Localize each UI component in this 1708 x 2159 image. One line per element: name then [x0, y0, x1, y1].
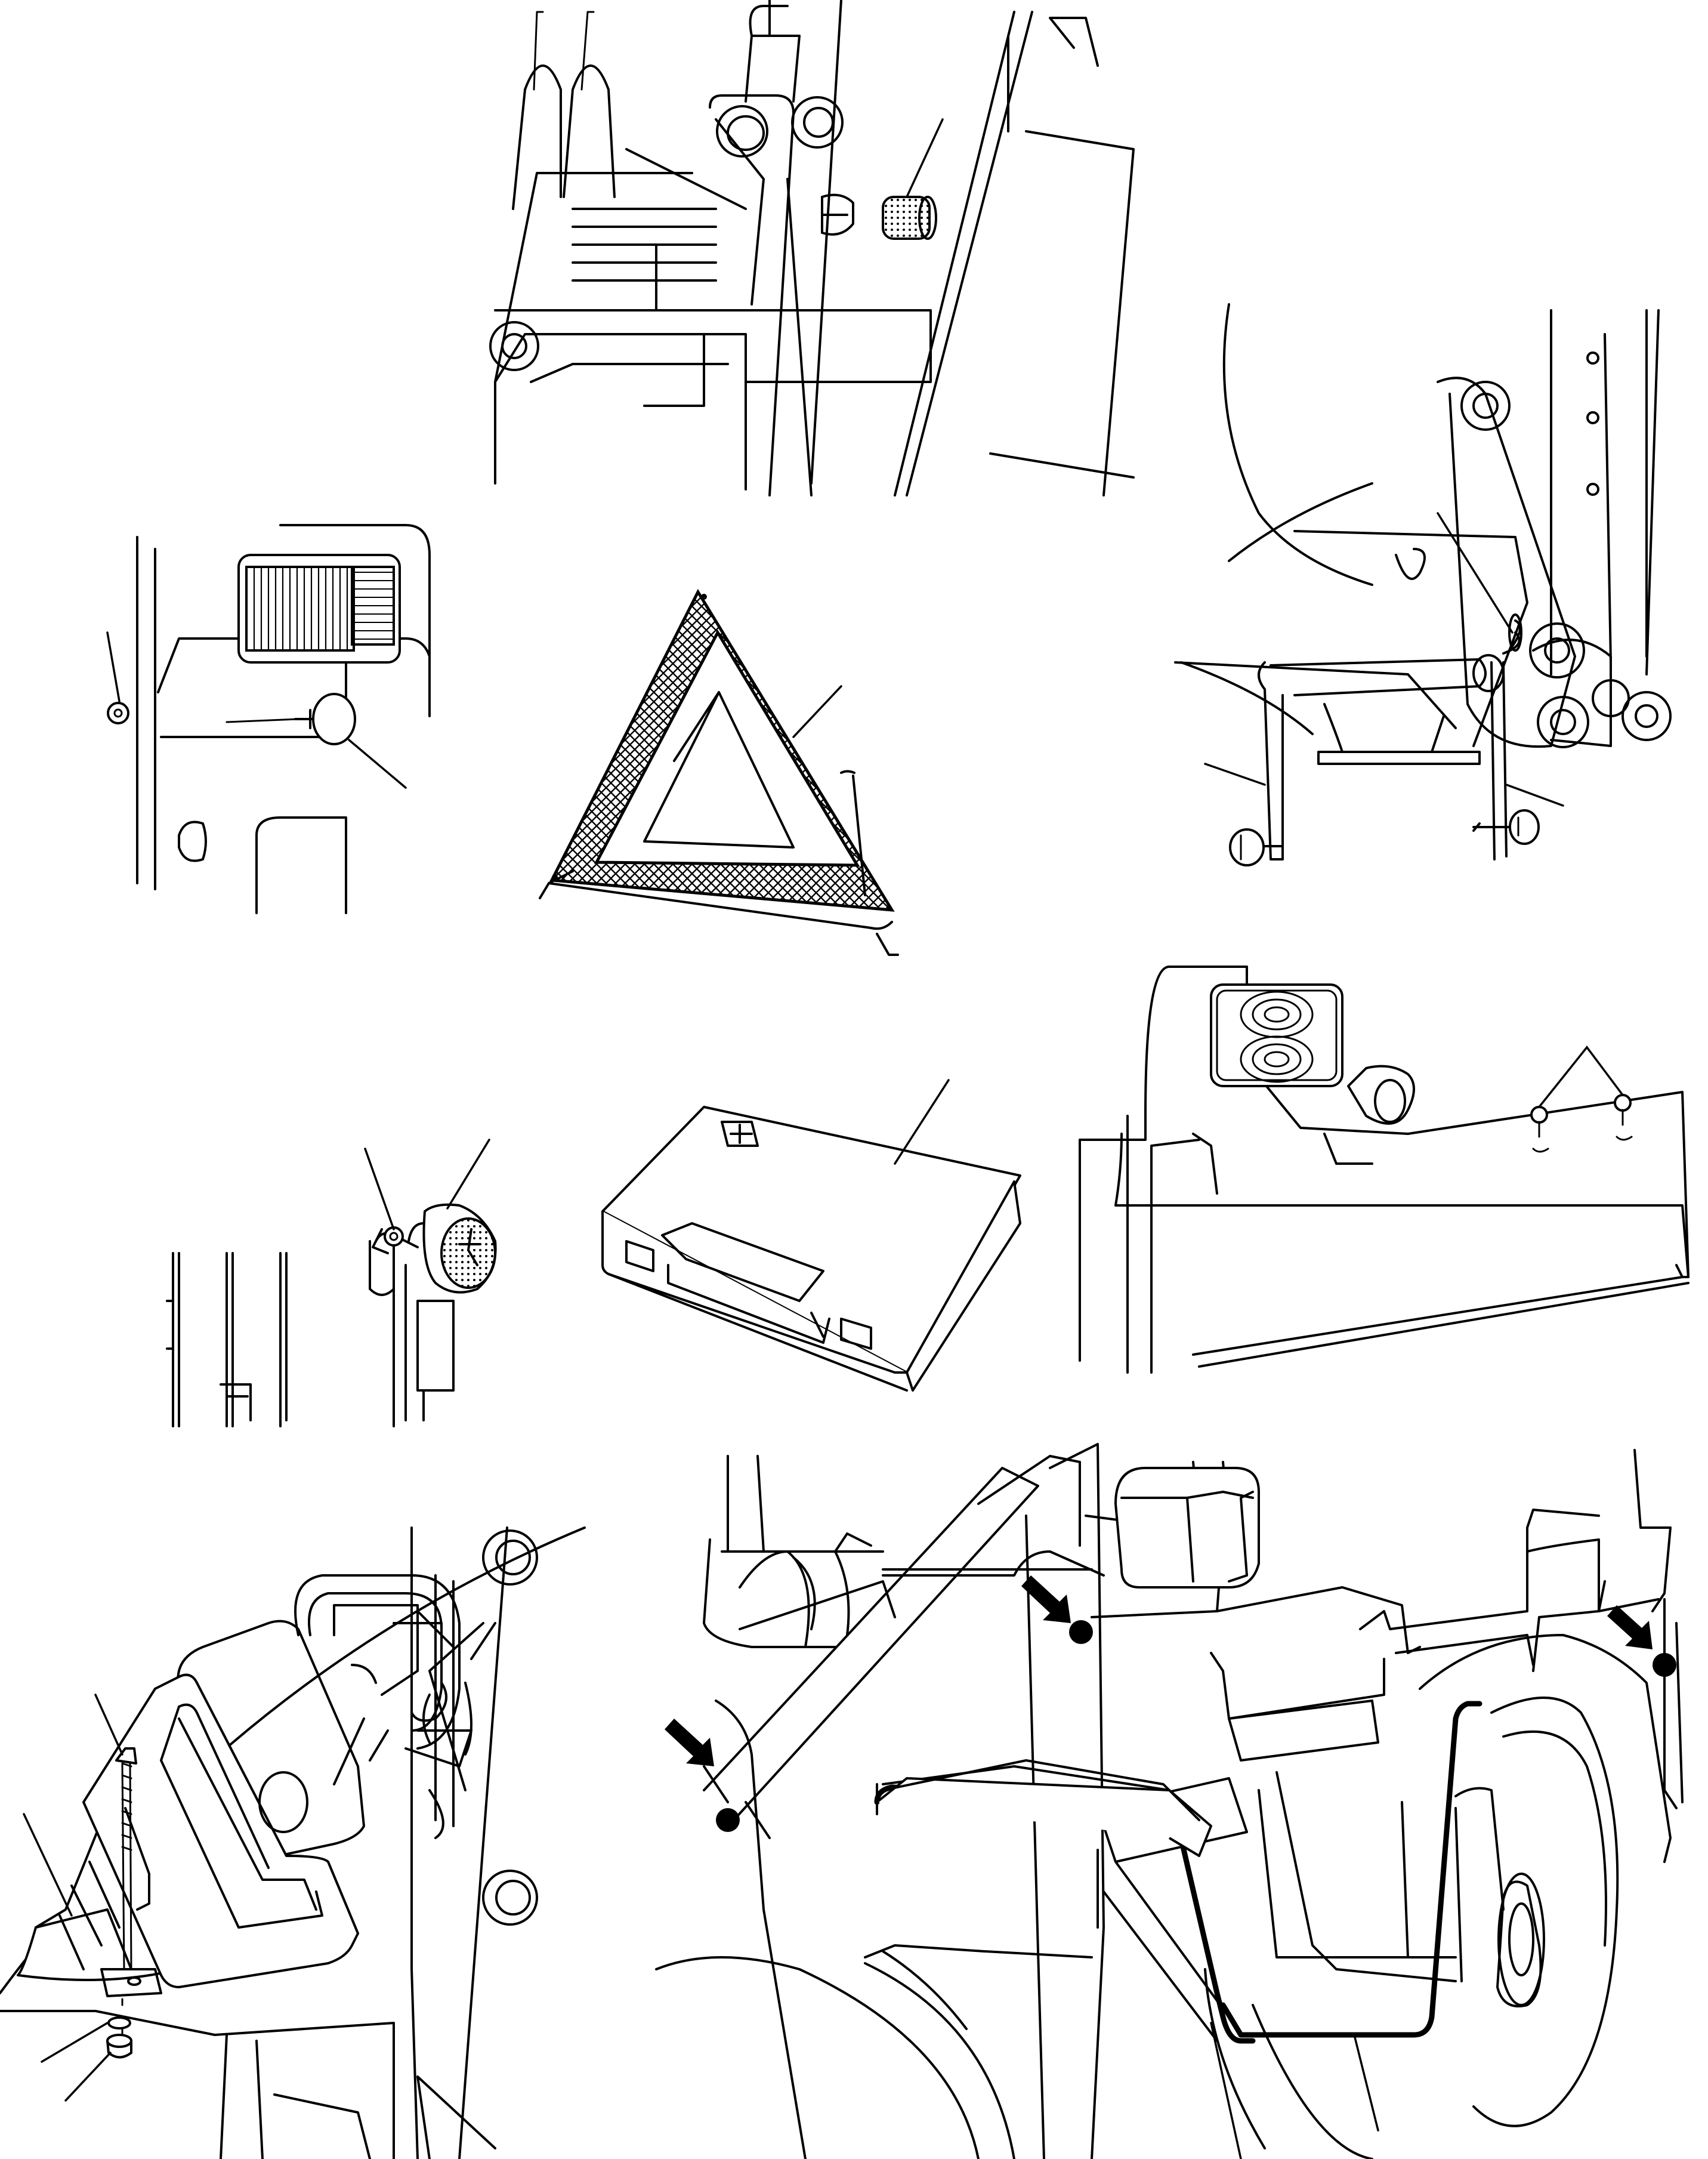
panel-mudguard — [655, 1443, 1684, 2159]
panel-side-reflector — [166, 1139, 497, 1427]
panel-loader-arm — [1174, 303, 1672, 866]
panel-warning-triangle — [539, 588, 899, 956]
panel-wheel-chock — [0, 1526, 586, 2159]
panel-first-aid-kit — [601, 1079, 1021, 1392]
panel-lamp-screws — [1079, 966, 1690, 1374]
panel-boom-pin — [489, 0, 1135, 496]
panel-rear-reflector — [106, 524, 431, 914]
